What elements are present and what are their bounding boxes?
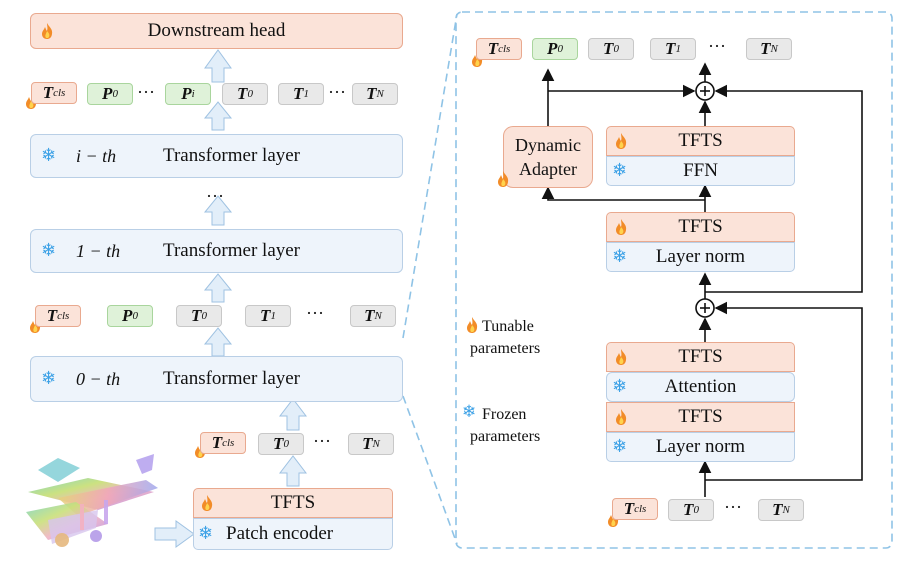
layer-norm-box: Layer norm <box>606 242 795 272</box>
vertical-ellipsis: ··· <box>206 186 224 206</box>
layer-label: Transformer layer <box>163 240 301 261</box>
flame-icon <box>202 495 213 511</box>
layer-label: Transformer layer <box>163 145 301 166</box>
flame-icon <box>616 219 627 235</box>
snowflake-icon: ❄ <box>41 240 57 261</box>
legend-frozen: Frozen parameters <box>470 406 541 445</box>
layer-norm-box: Layer norm <box>606 432 795 462</box>
tfts-label: TFTS <box>270 492 316 513</box>
snowflake-icon: ❄ <box>612 436 628 457</box>
ffn-label: FFN <box>683 160 718 181</box>
tfts-box: TFTS <box>606 342 795 372</box>
patch-encoder-box <box>193 518 393 550</box>
tfts-box: TFTS <box>606 126 795 156</box>
transformer-layer-i <box>30 134 403 178</box>
flame-icon <box>616 349 627 365</box>
tfts-label: TFTS <box>678 406 723 427</box>
dynamic-adapter-label: Dynamic Adapter <box>515 135 581 179</box>
tfts-box: TFTS <box>193 488 393 518</box>
ellipsis: ··· <box>328 82 346 102</box>
ellipsis: ··· <box>708 36 726 56</box>
patch-encoder-label: Patch encoder <box>226 523 334 544</box>
tfts-box: TFTS <box>606 402 795 432</box>
snowflake-icon: ❄ <box>612 376 628 397</box>
legend-tunable: Tunable parameters <box>470 318 541 357</box>
left-up-arrows <box>154 49 308 548</box>
ellipsis: ··· <box>313 431 331 451</box>
dynamic-adapter-box: Dynamic Adapter <box>503 126 593 188</box>
flame-icon <box>498 171 509 187</box>
zoom-panel-border <box>455 11 893 549</box>
tfts-label: TFTS <box>678 130 723 151</box>
flame-icon <box>616 409 627 425</box>
layer-label: Transformer layer <box>163 368 301 389</box>
layer-index: 0 − th <box>76 369 121 389</box>
transformer-layer-0 <box>30 356 403 402</box>
tfts-box: TFTS <box>606 212 795 242</box>
point-cloud-airplane-image <box>26 454 158 547</box>
snowflake-icon: ❄ <box>612 246 628 267</box>
ffn-box: FFN <box>606 156 795 186</box>
snowflake-icon: ❄ <box>41 368 57 389</box>
downstream-head-box: Downstream head <box>30 13 403 49</box>
flame-icon <box>42 23 53 39</box>
snowflake-icon: ❄ <box>41 145 57 166</box>
snowflake-icon: ❄ <box>462 402 477 422</box>
layer-index: i − th <box>76 146 117 166</box>
attention-label: Attention <box>664 376 737 397</box>
flame-icon <box>467 317 478 333</box>
flame-icon <box>616 133 627 149</box>
layer-norm-label: Layer norm <box>655 436 746 457</box>
snowflake-icon: ❄ <box>198 523 214 544</box>
zoom-line-top <box>402 13 458 339</box>
zoom-line-bottom <box>402 395 458 545</box>
downstream-head-label: Downstream head <box>147 20 286 41</box>
ellipsis: ··· <box>724 497 742 517</box>
tfts-label: TFTS <box>678 216 723 237</box>
tfts-label: TFTS <box>678 346 723 367</box>
snowflake-icon: ❄ <box>612 160 628 181</box>
attention-box: Attention <box>606 372 795 402</box>
layer-index: 1 − th <box>76 241 121 261</box>
ellipsis: ··· <box>306 303 324 323</box>
transformer-layer-1 <box>30 229 403 273</box>
ellipsis: ··· <box>137 82 155 102</box>
layer-norm-label: Layer norm <box>655 246 746 267</box>
